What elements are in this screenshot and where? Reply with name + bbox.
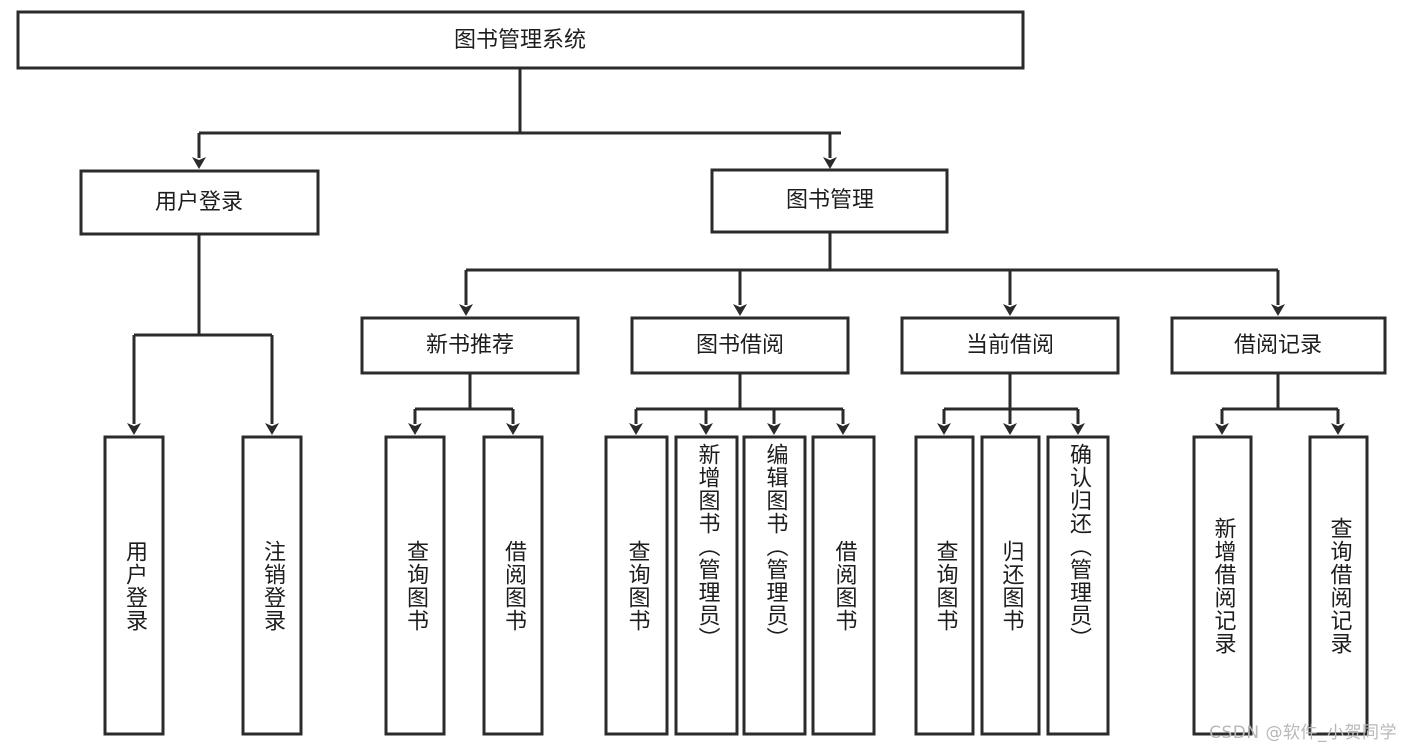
connector-current-borrow-to-leaves — [937, 373, 1085, 435]
node-edit-book-admin[interactable] — [742, 435, 807, 736]
node-book-borrow-label: 图书借阅 — [696, 333, 784, 358]
node-borrow-record-label: 借阅记录 — [1234, 333, 1322, 358]
connector-root-to-level2 — [192, 68, 841, 169]
node-root-label: 图书管理系统 — [454, 28, 586, 53]
node-new-book-rec[interactable]: 新书推荐 — [360, 316, 580, 375]
node-book-manage[interactable]: 图书管理 — [710, 168, 949, 234]
node-query-book-1[interactable] — [384, 435, 446, 736]
csdn-watermark: CSDN @软件_小贺同学 — [1209, 723, 1397, 743]
node-book-borrow[interactable]: 图书借阅 — [630, 316, 850, 375]
node-borrow-book-2[interactable] — [811, 435, 876, 736]
node-add-borrow-record[interactable] — [1192, 435, 1253, 736]
node-user-login[interactable]: 用户登录 — [79, 169, 320, 236]
node-query-borrow-record[interactable] — [1308, 435, 1369, 736]
node-book-manage-label: 图书管理 — [786, 188, 874, 213]
connector-new-book-rec-to-leaves — [408, 373, 520, 435]
node-user-logout[interactable] — [241, 435, 303, 736]
node-add-book-admin[interactable] — [674, 435, 739, 736]
node-user-login-do[interactable] — [103, 435, 165, 736]
connector-user-login-to-leaves — [127, 234, 279, 435]
node-borrow-book-1[interactable] — [482, 435, 544, 736]
connector-book-manage-to-groups — [459, 232, 1285, 316]
node-borrow-record[interactable]: 借阅记录 — [1170, 316, 1387, 375]
connector-borrow-record-to-leaves — [1215, 373, 1345, 435]
node-return-book[interactable] — [980, 435, 1041, 736]
node-current-borrow[interactable]: 当前借阅 — [900, 316, 1120, 375]
node-current-borrow-label: 当前借阅 — [966, 333, 1054, 358]
connector-book-borrow-to-leaves — [629, 373, 850, 435]
node-user-login-label: 用户登录 — [155, 190, 243, 215]
node-query-book-2[interactable] — [604, 435, 669, 736]
node-root[interactable]: 图书管理系统 — [16, 10, 1025, 70]
node-query-book-3[interactable] — [914, 435, 975, 736]
node-confirm-return-admin[interactable] — [1046, 435, 1110, 736]
node-new-book-rec-label: 新书推荐 — [426, 333, 514, 358]
